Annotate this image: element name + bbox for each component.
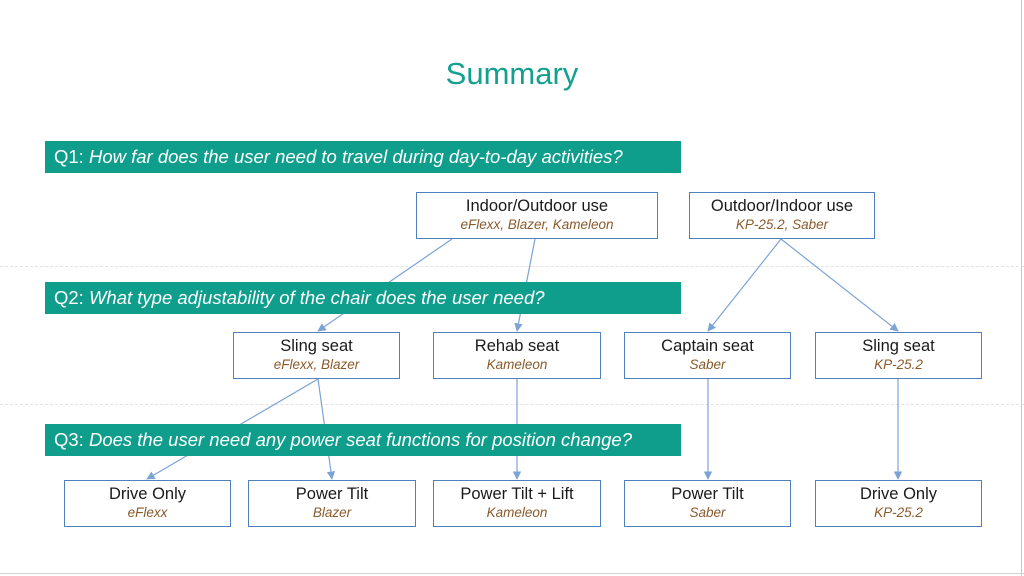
node-label: Power Tilt — [295, 485, 369, 503]
node-power-tilt-lift-kameleon: Power Tilt + Lift Kameleon — [433, 480, 601, 527]
guide-line-lower — [0, 404, 1024, 405]
question-prefix: Q1: — [54, 146, 84, 167]
question-bar-q3: Q3: Does the user need any power seat fu… — [45, 424, 681, 456]
node-label: Sling seat — [862, 337, 935, 355]
node-power-tilt-saber: Power Tilt Saber — [624, 480, 791, 527]
node-label: Power Tilt — [671, 485, 744, 503]
question-text: Does the user need any power seat functi… — [88, 429, 632, 450]
question-prefix: Q2: — [54, 287, 84, 308]
node-sling-seat-eflexx-blazer: Sling seat eFlexx, Blazer — [233, 332, 400, 379]
node-rehab-seat: Rehab seat Kameleon — [433, 332, 601, 379]
node-models: Saber — [689, 505, 726, 520]
node-label: Power Tilt + Lift — [460, 485, 574, 503]
node-drive-only-kp: Drive Only KP-25.2 — [815, 480, 982, 527]
node-models: Saber — [689, 357, 726, 372]
question-text: What type adjustability of the chair doe… — [88, 287, 545, 308]
node-models: eFlexx — [127, 505, 168, 520]
node-outdoor-indoor-use: Outdoor/Indoor use KP-25.2, Saber — [689, 192, 875, 239]
connector-outdoor-to-sling — [780, 238, 899, 332]
node-label: Indoor/Outdoor use — [465, 197, 609, 215]
node-models: eFlexx, Blazer, Kameleon — [460, 217, 614, 232]
node-label: Captain seat — [661, 337, 754, 355]
guide-line-upper — [0, 266, 1024, 267]
node-label: Sling seat — [280, 337, 353, 355]
node-label: Drive Only — [859, 485, 937, 503]
question-text: How far does the user need to travel dur… — [88, 146, 623, 167]
node-drive-only-eflexx: Drive Only eFlexx — [64, 480, 231, 527]
node-models: eFlexx, Blazer — [273, 357, 360, 372]
question-prefix: Q3: — [54, 429, 84, 450]
question-bar-q2: Q2: What type adjustability of the chair… — [45, 282, 681, 314]
node-sling-seat-kp: Sling seat KP-25.2 — [815, 332, 982, 379]
node-power-tilt-blazer: Power Tilt Blazer — [248, 480, 416, 527]
node-models: KP-25.2 — [874, 505, 923, 520]
node-models: Kameleon — [486, 505, 548, 520]
slide-title: Summary — [445, 56, 579, 91]
node-captain-seat: Captain seat Saber — [624, 332, 791, 379]
node-label: Drive Only — [108, 485, 186, 503]
connector-outdoor-to-captain — [707, 238, 782, 332]
node-label: Rehab seat — [474, 337, 560, 355]
question-bar-q1: Q1: How far does the user need to travel… — [45, 141, 681, 173]
node-label: Outdoor/Indoor use — [710, 197, 854, 215]
node-indoor-outdoor-use: Indoor/Outdoor use eFlexx, Blazer, Kamel… — [416, 192, 658, 239]
node-models: Kameleon — [486, 357, 548, 372]
slide-border-right — [1021, 0, 1022, 576]
node-models: KP-25.2, Saber — [735, 217, 829, 232]
node-models: Blazer — [312, 505, 352, 520]
slide-border-bottom — [0, 573, 1024, 574]
node-models: KP-25.2 — [874, 357, 923, 372]
